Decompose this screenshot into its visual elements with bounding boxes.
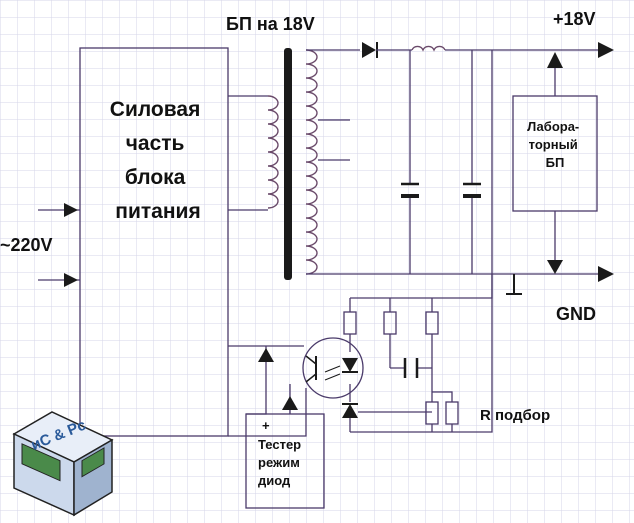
tester-line-3: диод <box>258 473 291 488</box>
ground-symbol <box>506 274 522 295</box>
primary-winding <box>267 95 279 209</box>
r-select-label: R подбор <box>480 407 550 424</box>
filter-inductor <box>411 45 446 52</box>
secondary-taps <box>306 49 600 275</box>
tester-label: + Тестер режим диод <box>258 418 305 488</box>
lab-psu-connectors <box>547 52 563 274</box>
lab-psu-line-2: торный <box>529 137 578 152</box>
lab-psu-line-1: Лабора- <box>527 119 579 134</box>
tester-plus: + <box>262 418 270 433</box>
shunt-regulator <box>342 384 432 432</box>
mains-label: ~220V <box>0 235 53 255</box>
tester-arrow-up-2 <box>282 396 298 410</box>
power-block-line-3: блока <box>125 166 186 189</box>
plus18-label: +18V <box>553 9 596 29</box>
tester-arrow-up <box>258 348 274 362</box>
filter-capacitor-1 <box>401 50 419 274</box>
power-block-label: Силовая часть блока питания <box>110 98 206 223</box>
r-select-resistors <box>350 274 493 433</box>
transformer-core <box>284 48 292 280</box>
plus-output-arrow <box>598 42 614 58</box>
tester-line-2: режим <box>258 455 300 470</box>
tester-box <box>245 413 325 509</box>
power-block-box <box>79 47 229 437</box>
power-block-line-1: Силовая <box>110 98 201 121</box>
gnd-output-arrow <box>598 266 614 282</box>
gnd-label: GND <box>556 304 596 324</box>
lab-psu-line-3: БП <box>546 155 565 170</box>
mains-input-arrows <box>38 203 80 287</box>
uc-pc-logo: иС & Рс <box>12 411 114 517</box>
power-block-line-2: часть <box>126 132 185 155</box>
optocoupler <box>302 337 364 399</box>
secondary-winding <box>305 49 318 275</box>
filter-capacitor-2 <box>463 50 481 274</box>
diagram-title: БП на 18V <box>226 14 315 34</box>
tester-line-1: Тестер <box>258 437 301 452</box>
lab-psu-label: Лабора- торный БП <box>527 119 583 170</box>
primary-wiring <box>228 95 279 211</box>
power-block-line-4: питания <box>115 200 200 223</box>
